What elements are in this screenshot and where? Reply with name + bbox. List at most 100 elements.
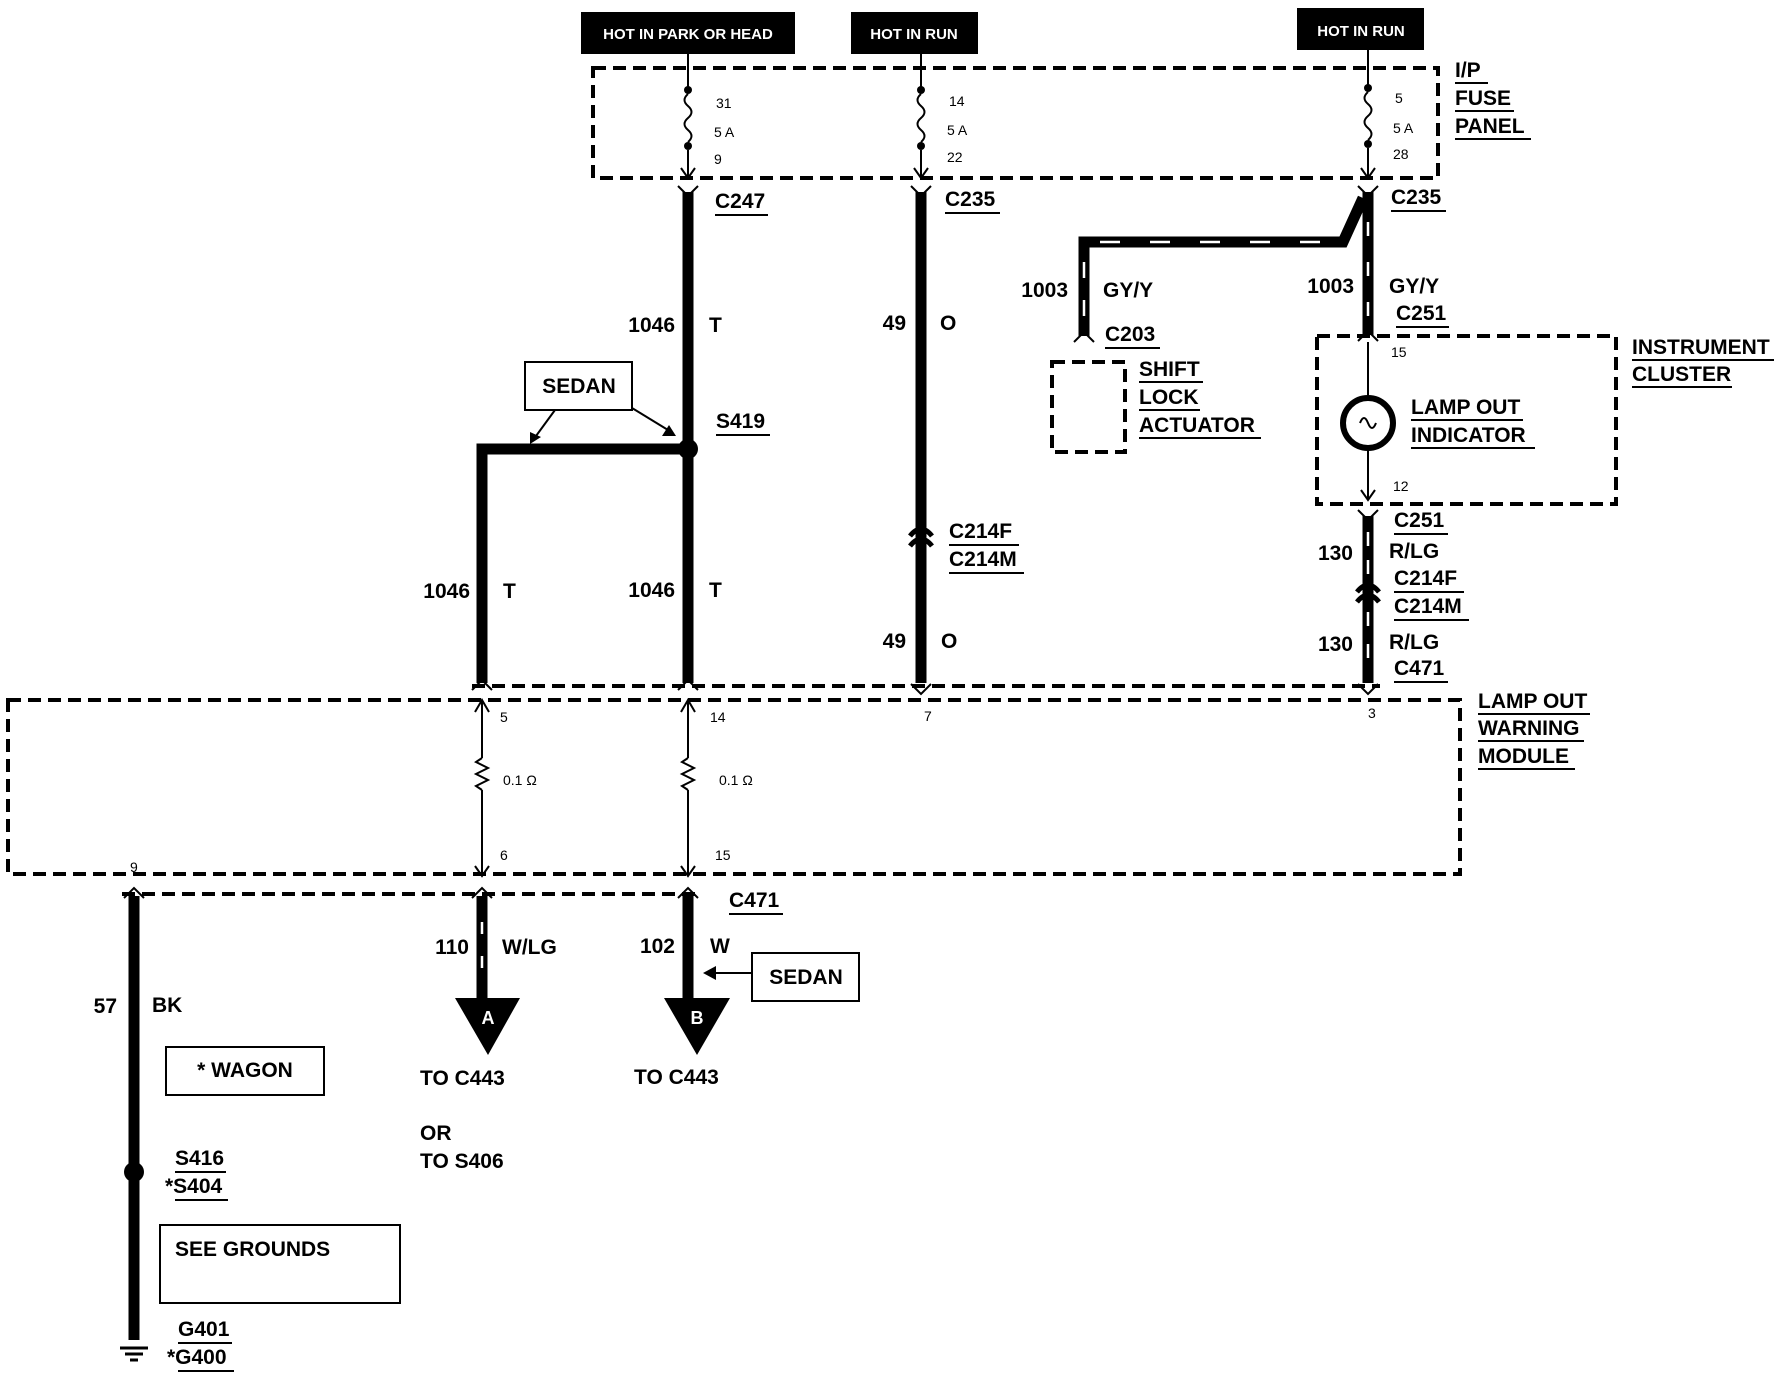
fuse-panel-title-1: I/P — [1455, 59, 1481, 82]
wire-130-bot-color: R/LG — [1389, 631, 1439, 654]
endpoint-a-arrow — [455, 998, 520, 1055]
resistor-2-value: 0.1 Ω — [719, 772, 753, 788]
wagon-note-label: * WAGON — [197, 1059, 293, 1082]
ground-g401-label: G401 — [178, 1318, 230, 1341]
fuse-panel-title-3: PANEL — [1455, 115, 1525, 138]
module-pin-6: 6 — [500, 847, 508, 863]
sedan-note-2 — [751, 952, 860, 1002]
wire-1003-left-num: 1003 — [1021, 279, 1068, 302]
fuse-2 — [913, 54, 929, 180]
wire-57-color: BK — [152, 994, 182, 1017]
instrument-cluster-label-1: INSTRUMENT — [1632, 336, 1770, 359]
connector-c251-1: C251 — [1396, 302, 1447, 325]
splice-s416 — [124, 1162, 144, 1182]
wire-1046-mid-num: 1046 — [628, 579, 675, 602]
wire-1046-top-num: 1046 — [628, 314, 675, 337]
shift-lock-label-3: ACTUATOR — [1139, 414, 1255, 437]
fuse-2-bottom-pin: 22 — [947, 149, 963, 165]
wire-49-bot-color: O — [941, 630, 957, 653]
instrument-cluster-box — [1315, 334, 1618, 506]
connector-c214f-1: C214F — [949, 520, 1012, 543]
header-hot-in-park-or-head-label: HOT IN PARK OR HEAD — [603, 26, 773, 43]
see-grounds-label: SEE GROUNDS — [175, 1238, 330, 1261]
fuse-2-top-pin: 14 — [949, 93, 965, 109]
fuse-1 — [680, 54, 696, 180]
fuse-panel-box — [591, 66, 1440, 180]
module-pin-5: 5 — [500, 709, 508, 725]
module-label-3: MODULE — [1478, 745, 1569, 768]
wire-102-num: 102 — [640, 935, 675, 958]
wire-49-top-num: 49 — [883, 312, 906, 335]
wire-130-top-num: 130 — [1318, 542, 1353, 565]
resistor-1-value: 0.1 Ω — [503, 772, 537, 788]
wire-49-top-color: O — [940, 312, 956, 335]
splice-s404-label: *S404 — [165, 1175, 223, 1198]
cluster-pin-15: 15 — [1391, 344, 1407, 360]
fuse-3-rating: 5 A — [1393, 120, 1414, 136]
module-pin-9: 9 — [130, 859, 138, 875]
wire-110-num: 110 — [435, 936, 469, 959]
connector-c471-bottom: C471 — [729, 889, 780, 912]
wagon-note — [165, 1046, 325, 1096]
header-hot-in-run-1-label: HOT IN RUN — [870, 26, 958, 43]
header-hot-in-run-1 — [851, 12, 978, 54]
wire-1003-right-color: GY/Y — [1389, 275, 1439, 298]
module-pin-15: 15 — [715, 847, 731, 863]
ground-symbol — [120, 1346, 148, 1362]
sedan-note-2-label: SEDAN — [769, 966, 843, 989]
see-grounds-note — [159, 1224, 401, 1304]
module-pin-14: 14 — [710, 709, 726, 725]
endpoint-a-dest: TO C443 — [420, 1067, 505, 1090]
fuse-3-top-pin: 5 — [1395, 90, 1403, 106]
wire-57-num: 57 — [94, 995, 117, 1018]
endpoint-a-or: OR — [420, 1122, 452, 1145]
wire-49-bot-num: 49 — [883, 630, 906, 653]
endpoint-a-alt: TO S406 — [420, 1150, 504, 1173]
connector-c235-1: C235 — [945, 188, 996, 211]
shift-lock-actuator-box — [1050, 360, 1127, 454]
resistor-2 — [679, 698, 697, 878]
fuse-1-bottom-pin: 9 — [714, 151, 722, 167]
connector-c214m-1: C214M — [949, 548, 1017, 571]
lamp-out-indicator-label-2: INDICATOR — [1411, 424, 1526, 447]
wire-1003-right-num: 1003 — [1307, 275, 1354, 298]
shift-lock-label-2: LOCK — [1139, 386, 1199, 409]
fuse-1-top-pin: 31 — [716, 95, 732, 111]
connector-c471-top: C471 — [1394, 657, 1445, 680]
wire-1046-left-color: T — [503, 580, 516, 603]
connector-c214f-2: C214F — [1394, 567, 1457, 590]
wire-102-color: W — [710, 935, 730, 958]
resistor-1 — [473, 698, 491, 878]
wire-1046-mid-color: T — [709, 579, 722, 602]
instrument-cluster-label-2: CLUSTER — [1632, 363, 1731, 386]
fuse-panel-title-2: FUSE — [1455, 87, 1511, 110]
wire-110-color: W/LG — [502, 936, 557, 959]
wire-1046-top-color: T — [709, 314, 722, 337]
wire-1003-left — [1078, 195, 1369, 336]
module-pin-7: 7 — [924, 708, 932, 724]
sedan-note-1-label: SEDAN — [542, 375, 616, 398]
module-pin-3: 3 — [1368, 705, 1376, 721]
connector-c251-2: C251 — [1394, 509, 1445, 532]
endpoint-b-arrow — [664, 998, 730, 1055]
shift-lock-label-1: SHIFT — [1139, 358, 1200, 381]
header-hot-in-run-2-label: HOT IN RUN — [1317, 23, 1405, 40]
header-hot-in-run-2 — [1297, 8, 1424, 50]
module-label-2: WARNING — [1478, 717, 1580, 740]
ground-g400-label: *G400 — [167, 1346, 227, 1369]
connector-c214m-2: C214M — [1394, 595, 1462, 618]
endpoint-b-letter: B — [691, 1008, 704, 1028]
connector-c247: C247 — [715, 190, 765, 213]
splice-s419-label: S419 — [716, 410, 765, 433]
lamp-out-indicator-label-1: LAMP OUT — [1411, 396, 1520, 419]
wire-1046-branch — [476, 443, 688, 683]
wire-1046-left-num: 1046 — [423, 580, 470, 603]
wire-1003-left-color: GY/Y — [1103, 279, 1153, 302]
fuse-3 — [1360, 50, 1376, 180]
module-label-1: LAMP OUT — [1478, 690, 1587, 713]
fuse-1-rating: 5 A — [714, 124, 735, 140]
header-hot-in-park-or-head — [581, 12, 795, 54]
endpoint-a-letter: A — [482, 1008, 495, 1028]
wire-130-top-color: R/LG — [1389, 540, 1439, 563]
